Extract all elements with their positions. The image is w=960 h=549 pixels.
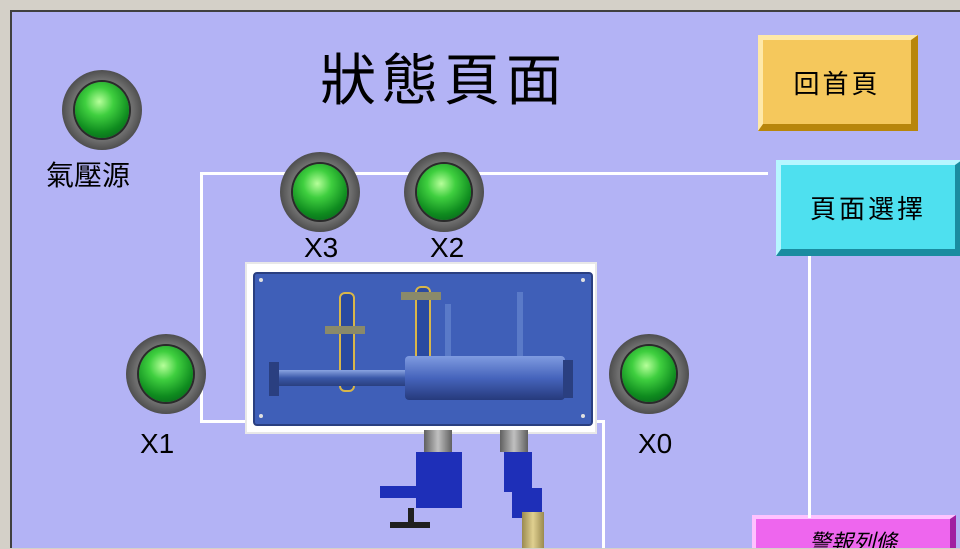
wire-right-vertical	[808, 256, 811, 518]
x2-label: X2	[430, 232, 465, 263]
x3-label: X3	[304, 232, 339, 263]
wire-left-vertical	[200, 172, 203, 422]
actuator-shaft	[500, 430, 528, 452]
cylinder-rod	[275, 370, 415, 386]
gripper-block	[416, 452, 462, 508]
bolt-icon	[259, 414, 263, 418]
clamp-block	[504, 452, 532, 492]
x1-label: X1	[140, 428, 175, 459]
clamp-pin	[522, 512, 544, 548]
bolt-icon	[259, 278, 263, 282]
x0-bulb	[622, 346, 676, 402]
wire-machine-right	[602, 420, 605, 548]
sensor-rail-left	[339, 292, 355, 392]
wire-top-horizontal	[200, 172, 768, 175]
actuator-shaft	[424, 430, 452, 452]
x2-bulb	[417, 164, 471, 220]
air-source-bulb	[75, 82, 129, 138]
x0-lamp-icon	[609, 334, 689, 414]
cylinder-end-left	[269, 362, 279, 396]
x3-bulb	[293, 164, 347, 220]
air-source-lamp-icon	[62, 70, 142, 150]
sensor-head-left	[325, 326, 365, 334]
bolt-icon	[581, 414, 585, 418]
wire-machine-right-top	[592, 420, 604, 423]
status-screen: 狀態頁面 回首頁 頁面選擇 警報列條 氣壓源 X3 X2 X1 X0	[10, 10, 960, 548]
x2-lamp-icon	[404, 152, 484, 232]
x1-lamp-icon	[126, 334, 206, 414]
bolt-icon	[581, 278, 585, 282]
gripper-arm	[380, 486, 420, 498]
alarm-list-button[interactable]: 警報列條	[752, 515, 956, 548]
home-button[interactable]: 回首頁	[758, 35, 918, 131]
page-select-button[interactable]: 頁面選擇	[776, 160, 960, 256]
sensor-head-right	[401, 292, 441, 300]
gripper-base	[390, 522, 430, 528]
wire-bottom-left	[200, 420, 248, 423]
machine-housing	[253, 272, 593, 426]
machine-diagram	[245, 262, 597, 434]
gripper-stem	[408, 508, 414, 524]
cylinder-end-right	[563, 360, 573, 398]
x1-bulb	[139, 346, 193, 402]
x3-lamp-icon	[280, 152, 360, 232]
cylinder-barrel	[405, 356, 565, 400]
guide-rod	[517, 292, 523, 372]
page-title: 狀態頁面	[320, 49, 568, 114]
air-source-label: 氣壓源	[46, 159, 131, 192]
guide-rod	[445, 304, 451, 374]
x0-label: X0	[638, 428, 673, 459]
